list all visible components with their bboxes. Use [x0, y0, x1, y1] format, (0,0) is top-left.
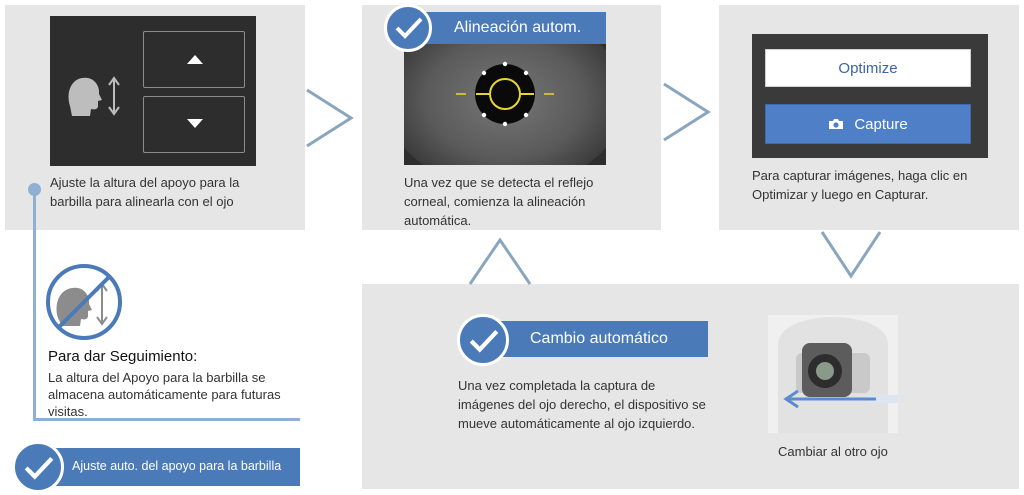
arrow-down-icon — [820, 231, 882, 279]
auto-alignment-title-bar: Alineación autom. — [420, 12, 606, 44]
check-circle-icon — [12, 441, 64, 493]
optimize-button[interactable]: Optimize — [765, 49, 971, 87]
auto-switch-title: Cambio automático — [530, 330, 668, 347]
check-circle-icon — [384, 4, 432, 52]
follow-up-text: La altura del Apoyo para la barbilla se … — [48, 370, 281, 419]
follow-up-title: Para dar Seguimiento: — [48, 348, 198, 365]
capture-control-screen: Optimize Capture — [752, 34, 988, 158]
auto-switch-title-bar: Cambio automático — [480, 321, 708, 357]
chin-rest-badge-bar: Ajuste auto. del apoyo para la barbilla — [44, 448, 300, 486]
arrow-right-icon — [663, 82, 711, 142]
arrow-up-icon — [468, 237, 532, 285]
head-height-icon — [68, 76, 120, 116]
device-switch-photo — [768, 315, 898, 433]
photo-caption: Cambiar al otro ojo — [778, 444, 888, 459]
chin-rest-up-button[interactable] — [143, 31, 245, 88]
triangle-up-icon — [187, 55, 203, 64]
eye-pupil-icon — [404, 44, 606, 165]
camera-icon — [829, 118, 844, 129]
auto-alignment-title: Alineación autom. — [454, 19, 582, 36]
check-circle-icon — [457, 314, 509, 366]
chin-rest-badge-label: Ajuste auto. del apoyo para la barbilla — [72, 459, 282, 473]
step2-caption: Una vez que se detecta el reflejo cornea… — [404, 175, 594, 228]
chin-rest-control-screen — [50, 16, 256, 166]
optimize-label: Optimize — [838, 60, 898, 77]
eye-alignment-image — [404, 44, 606, 165]
capture-label: Capture — [854, 116, 908, 133]
connector-dot — [28, 183, 41, 196]
device-camera-icon — [768, 315, 898, 433]
chin-rest-down-button[interactable] — [143, 96, 245, 153]
connector-line — [33, 418, 300, 421]
connector-line — [33, 188, 36, 421]
step1-caption: Ajuste la altura del apoyo para la barbi… — [50, 175, 240, 209]
step3-caption: Para capturar imágenes, haga clic en Opt… — [752, 168, 968, 202]
no-chin-rest-icon — [46, 264, 122, 340]
step4-caption: Una vez completada la captura de imágene… — [458, 378, 706, 431]
arrow-right-icon — [306, 88, 354, 148]
capture-button[interactable]: Capture — [765, 104, 971, 144]
triangle-down-icon — [187, 119, 203, 128]
